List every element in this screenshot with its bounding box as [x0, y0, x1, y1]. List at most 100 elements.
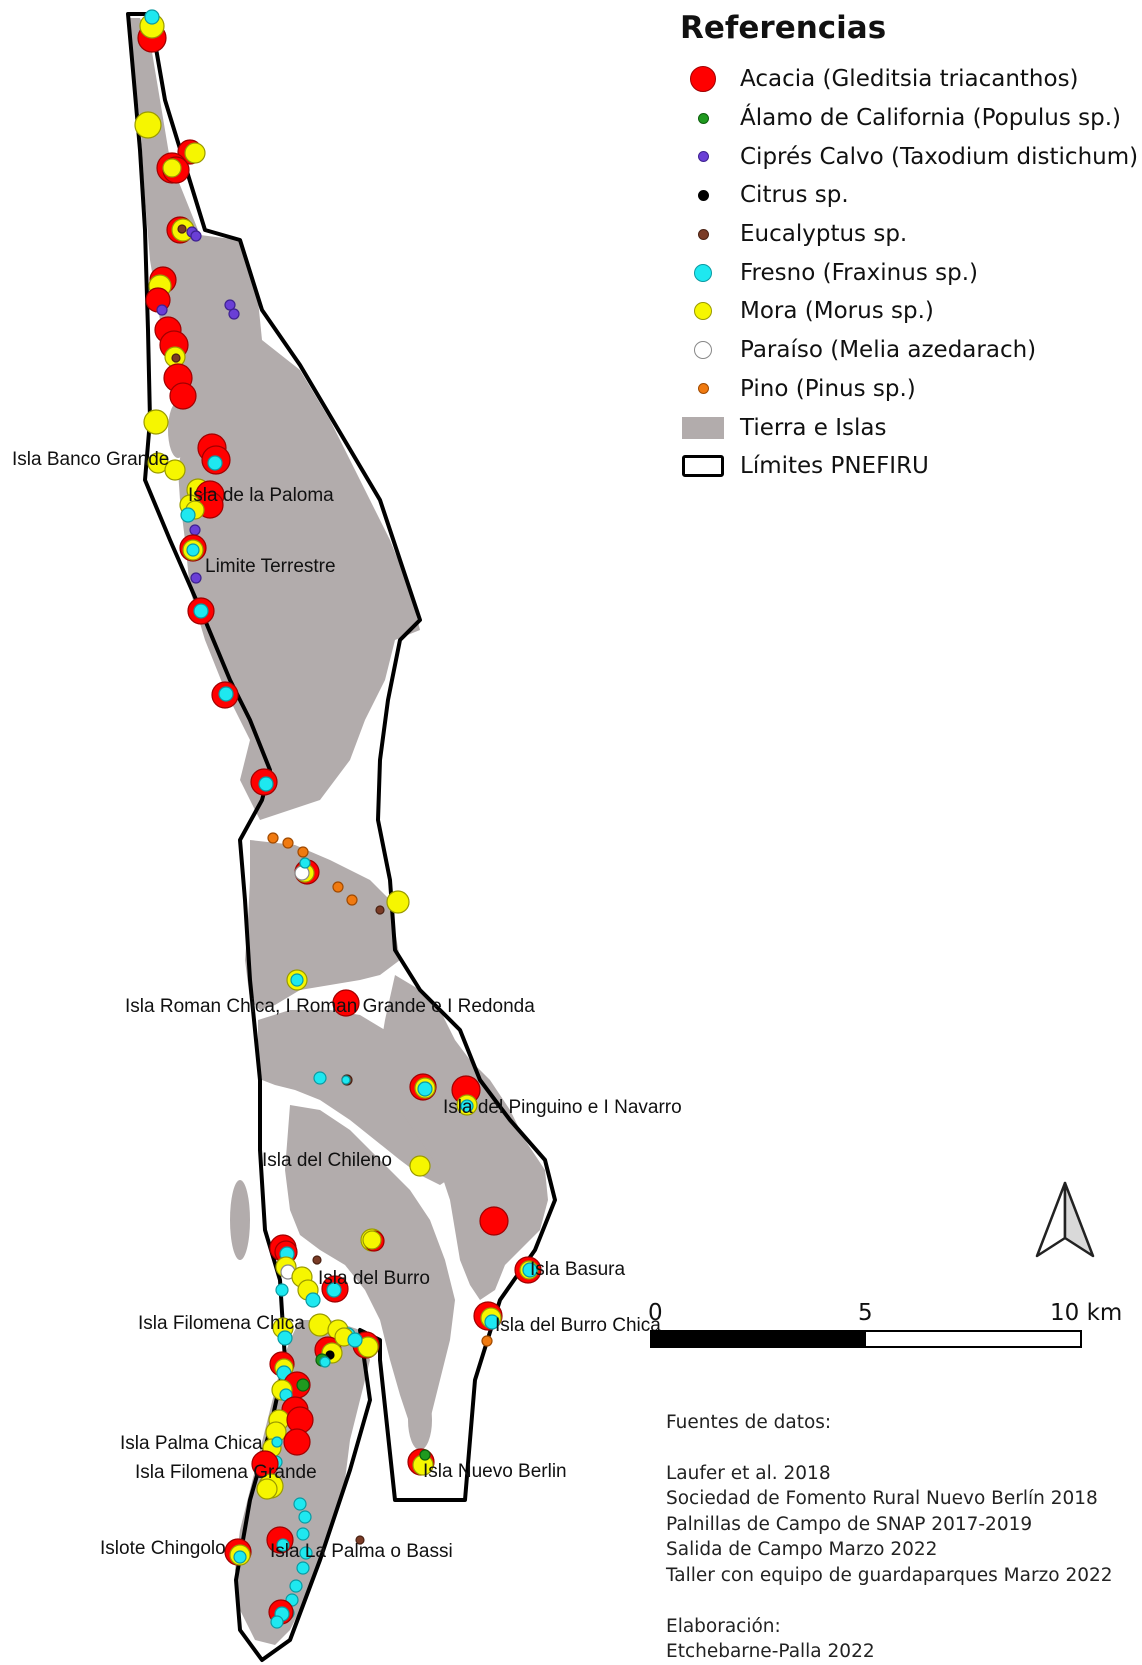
legend-symbol	[680, 219, 726, 249]
label-burro: Isla del Burro	[318, 1268, 430, 1289]
observation-point	[346, 894, 358, 906]
observation-point	[375, 905, 385, 915]
legend-label: Mora (Morus sp.)	[740, 298, 934, 325]
legend-item: Límites PNEFIRU	[680, 447, 1140, 486]
legend-land-swatch	[682, 416, 724, 439]
label-filomena-grande: Isla Filomena Grande	[135, 1462, 317, 1483]
observation-point	[326, 1282, 342, 1298]
observation-point	[228, 308, 240, 320]
legend-item: Pino (Pinus sp.)	[680, 370, 1140, 409]
observation-point	[479, 1206, 509, 1236]
data-sources: Fuentes de datos: Laufer et al. 2018 Soc…	[666, 1410, 1113, 1665]
observation-point	[190, 230, 202, 242]
legend-dot-icon	[697, 383, 709, 395]
observation-point	[419, 1449, 431, 1461]
scale-graphic	[650, 1330, 1082, 1348]
label-paloma: Isla de la Paloma	[188, 485, 334, 506]
legend-symbol	[680, 258, 726, 288]
observation-point	[282, 837, 294, 849]
label-limite-terrestre: Limite Terrestre	[205, 556, 336, 577]
observation-points	[134, 9, 542, 1629]
place-labels: Isla Banco Grande Isla de la Paloma Limi…	[12, 449, 682, 1562]
label-basura: Isla Basura	[530, 1259, 625, 1280]
scale-segment-white	[866, 1332, 1080, 1346]
label-nuevo-berlin: Isla Nuevo Berlin	[423, 1461, 567, 1482]
observation-point	[283, 1428, 311, 1456]
observation-point	[319, 1356, 331, 1368]
observation-point	[207, 455, 223, 471]
observation-point	[144, 9, 160, 25]
observation-point	[357, 1336, 379, 1358]
legend-label: Acacia (Gleditsia triacanthos)	[740, 66, 1079, 93]
observation-point	[347, 1332, 363, 1348]
observation-point	[134, 111, 162, 139]
observation-point	[299, 1546, 313, 1560]
legend-symbol	[680, 413, 726, 443]
observation-point	[313, 1071, 327, 1085]
observation-point	[156, 304, 168, 316]
observation-point	[271, 1436, 283, 1448]
land-islet-4	[468, 1239, 492, 1291]
source-line-2: Sociedad de Fomento Rural Nuevo Berlín 2…	[666, 1488, 1098, 1510]
observation-point	[305, 1292, 321, 1308]
legend-symbol	[680, 103, 726, 133]
observation-point	[341, 1075, 351, 1085]
scale-label-0: 0	[648, 1300, 663, 1326]
legend-dot-icon	[694, 263, 712, 282]
legend-item: Fresno (Fraxinus sp.)	[680, 253, 1140, 292]
label-pinguino: Isla del Pinguino e I Navarro	[443, 1097, 682, 1118]
legend-symbol	[680, 296, 726, 326]
label-chileno: Isla del Chileno	[262, 1150, 392, 1171]
label-filomena-chica: Isla Filomena Chica	[138, 1313, 305, 1334]
legend-label: Paraíso (Melia azedarach)	[740, 337, 1037, 364]
legend-label: Pino (Pinus sp.)	[740, 375, 916, 402]
land-central	[245, 840, 400, 1010]
observation-point	[233, 1550, 247, 1564]
legend-symbol	[680, 142, 726, 172]
observation-point	[218, 686, 234, 702]
legend-label: Eucalyptus sp.	[740, 221, 908, 248]
legend-label: Tierra e Islas	[740, 414, 887, 441]
scale-bar: 0 5 10 km	[648, 1300, 1122, 1348]
observation-point	[481, 1335, 493, 1347]
legend-symbol	[680, 335, 726, 365]
observation-point	[355, 1535, 365, 1545]
legend-symbol	[680, 374, 726, 404]
land-islet-1	[168, 402, 188, 458]
legend-item: Eucalyptus sp.	[680, 215, 1140, 254]
legend-boundary-swatch	[682, 455, 724, 478]
observation-point	[386, 890, 410, 914]
observation-point	[409, 1155, 431, 1177]
observation-point	[193, 603, 209, 619]
observation-point	[258, 776, 274, 792]
observation-point	[267, 832, 279, 844]
source-line-4: Salida de Campo Marzo 2022	[666, 1539, 938, 1561]
observation-point	[277, 1330, 293, 1346]
observation-point	[296, 1561, 310, 1575]
land-burro	[285, 1105, 455, 1445]
observation-point	[256, 1478, 278, 1500]
scale-label-5: 5	[858, 1300, 873, 1326]
land-islet-2	[230, 1180, 250, 1260]
observation-point	[299, 857, 311, 869]
source-line-3: Palnillas de Campo de SNAP 2017-2019	[666, 1513, 1033, 1535]
legend-label: Ciprés Calvo (Taxodium distichum)	[740, 143, 1139, 170]
legend-label: Fresno (Fraxinus sp.)	[740, 259, 978, 286]
legend-dot-icon	[697, 112, 709, 124]
legend-symbol	[680, 451, 726, 481]
observation-point	[289, 1579, 303, 1593]
scale-segment-black	[652, 1332, 866, 1346]
observation-point	[312, 1255, 322, 1265]
label-banco-grande: Isla Banco Grande	[12, 449, 169, 470]
legend-dot-icon	[690, 66, 716, 93]
observation-point	[362, 1230, 382, 1250]
observation-point	[522, 1262, 538, 1278]
legend-symbol	[680, 64, 726, 94]
observation-point	[189, 524, 201, 536]
legend-item: Tierra e Islas	[680, 408, 1140, 447]
legend-dot-icon	[697, 228, 709, 240]
observation-point	[296, 1378, 310, 1392]
legend-title: Referencias	[680, 10, 887, 46]
north-arrow-icon	[1035, 1181, 1095, 1258]
observation-point	[332, 989, 360, 1017]
